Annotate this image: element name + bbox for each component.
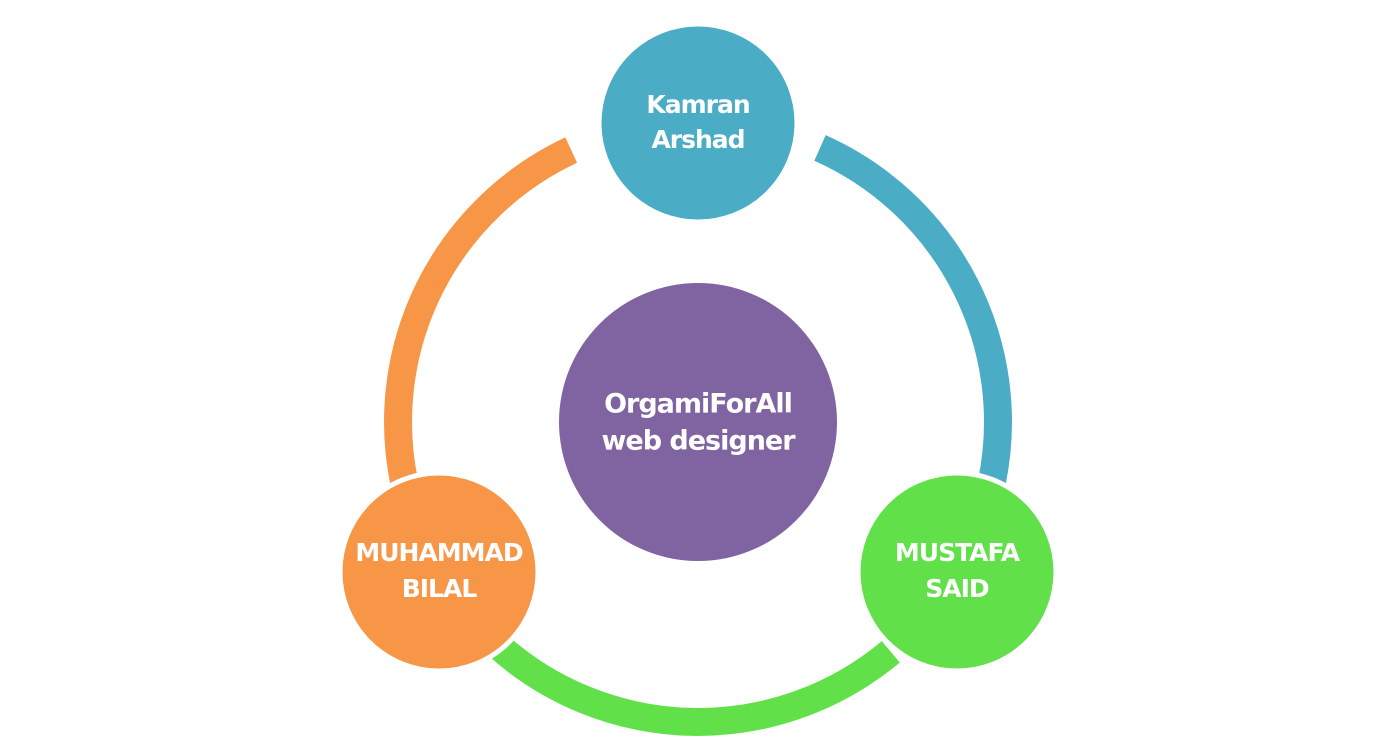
node-top: Kamran Arshad xyxy=(596,21,800,225)
node-top-circle xyxy=(596,21,800,225)
cycle-arcs xyxy=(384,135,1012,736)
node-top-label-line-2: Arshad xyxy=(651,125,744,154)
arc-left-to-top xyxy=(384,137,578,488)
node-left-label-line-2: BILAL xyxy=(402,574,478,603)
node-right: MUSTAFA SAID xyxy=(855,470,1059,674)
node-left-label-line-1: MUHAMMAD xyxy=(355,538,523,567)
node-right-label-line-2: SAID xyxy=(925,574,989,603)
center-label-line-1: OrgamiForAll xyxy=(604,389,792,420)
node-left-circle xyxy=(337,470,541,674)
center-label-line-2: web designer xyxy=(601,426,796,457)
node-right-circle xyxy=(855,470,1059,674)
node-left: MUHAMMAD BILAL xyxy=(337,470,541,674)
center-node: OrgamiForAll web designer xyxy=(559,283,837,561)
node-top-label-line-1: Kamran xyxy=(646,90,749,119)
center-circle xyxy=(559,283,837,561)
arc-right-to-left xyxy=(487,634,900,736)
arc-top-to-right xyxy=(814,135,1012,488)
node-right-label-line-1: MUSTAFA xyxy=(895,538,1021,567)
